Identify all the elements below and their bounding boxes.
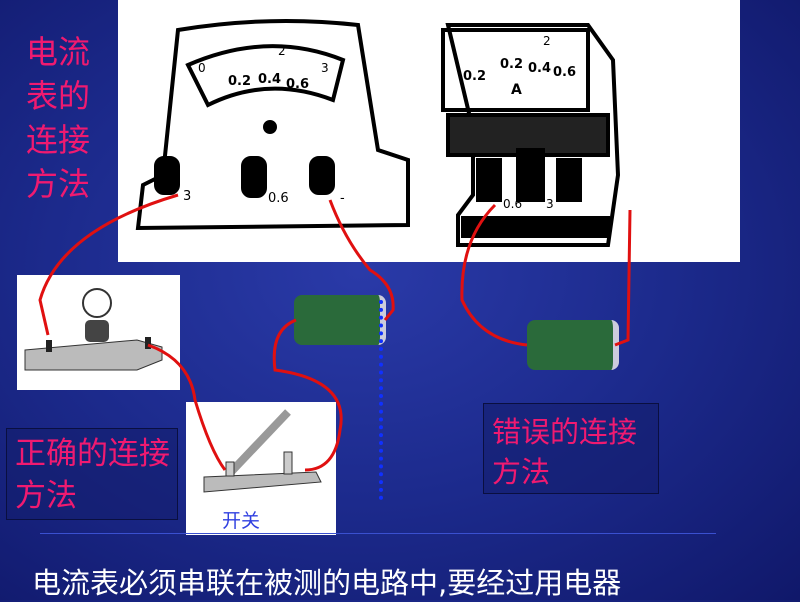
- lamp-image: [17, 275, 180, 390]
- battery-correct: [294, 295, 386, 345]
- left-scale-3: 3: [321, 61, 329, 75]
- right-scale-c: 0.4: [528, 61, 551, 76]
- right-scale-d: 0.6: [553, 65, 576, 80]
- dotted-guide-line: [379, 300, 383, 500]
- slide-title: 电流表的连接方法: [26, 33, 91, 203]
- correct-ammeter: [135, 19, 410, 231]
- right-terminal-06: 0.6: [503, 197, 522, 211]
- wire-meter-lamp: [38, 193, 179, 336]
- left-terminal-3: 3: [183, 189, 191, 204]
- caption: 电流表必须串联在被测的电路中,要经过用电器: [32, 566, 622, 600]
- wire-lamp-switch: [147, 343, 227, 471]
- left-scale-02: 0.2: [228, 74, 251, 89]
- left-scale-0: 0: [198, 61, 206, 75]
- right-scale-b: 0.2: [500, 57, 523, 72]
- wire-wrong-left: [460, 203, 528, 347]
- wrong-ammeter: [441, 23, 621, 247]
- switch-icon: [203, 409, 322, 493]
- lamp-icon: [24, 288, 163, 371]
- correct-method-label: 正确的连接方法: [6, 428, 178, 520]
- left-scale-04: 0.4: [258, 72, 281, 87]
- left-terminal-neg: -: [340, 191, 345, 206]
- right-scale-top-2: 2: [543, 34, 551, 48]
- left-scale-06: 0.6: [286, 77, 309, 92]
- wire-battery-switch: [272, 318, 343, 472]
- wire-meter-battery: [328, 199, 395, 321]
- right-unit: A: [511, 82, 522, 98]
- divider-line: [40, 533, 716, 534]
- left-scale-2: 2: [278, 44, 286, 58]
- left-terminal-06: 0.6: [268, 191, 289, 206]
- right-scale-a: 0.2: [463, 69, 486, 84]
- ammeters-drawing: 0.2 0.4 0.6 0 2 3 3 0.6 - 0.2 0.2 0.4 0.…: [135, 19, 621, 247]
- meters-image: 0.2 0.4 0.6 0 2 3 3 0.6 - 0.2 0.2 0.4 0.…: [118, 0, 740, 262]
- wrong-method-label: 错误的连接方法: [483, 403, 659, 494]
- right-terminal-3: 3: [546, 197, 554, 211]
- switch-label: 开关: [222, 510, 261, 532]
- wire-wrong-right: [614, 209, 632, 347]
